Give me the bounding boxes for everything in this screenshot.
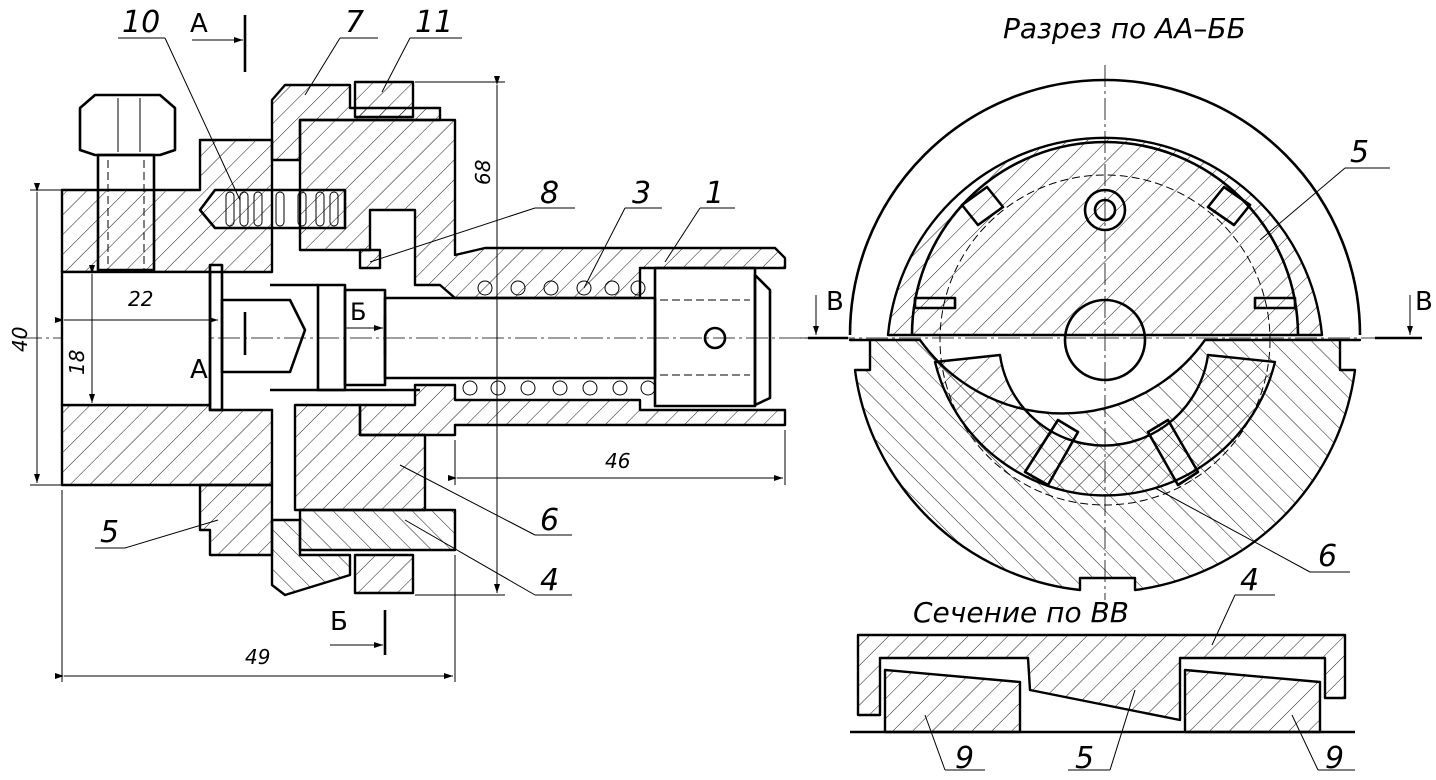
callout-7-label: 7 [345,5,364,40]
dimension-68-label: 68 [471,160,495,185]
callout-4-bottom: 4 [1211,563,1275,646]
dimension-46: 46 [448,430,786,485]
callout-3-label: 3 [632,176,651,211]
callout-5-right-label: 5 [1350,135,1369,170]
part-1-sleeve-bottom [358,383,787,437]
section-mark-b-bottom-label: Б [330,607,348,637]
dimension-49-label: 49 [245,645,270,669]
callout-3: 3 [583,176,662,289]
section-mark-v-right-label: В [1415,287,1433,317]
section-mark-a-top: А [190,9,247,72]
slot-left [1023,418,1080,487]
section-mark-a-bottom: А [190,312,247,385]
dimension-18-label: 18 [65,350,89,375]
notch-1 [960,185,1005,227]
callout-5-right: 5 [1259,135,1390,241]
part-5-disk [886,136,1324,337]
part-6-block [293,403,427,512]
section-vv-title: Сечение по ВВ [913,596,1129,629]
callout-4-left: 4 [404,519,572,598]
section-mark-a-top-label: А [190,9,208,39]
inner-ring-top [910,140,1300,336]
section-aa-bb-title: Разрез по АА–ББ [1003,12,1246,45]
section-mark-v-right: В [1375,287,1433,340]
part-8 [358,248,382,270]
callout-5-bottom-label: 5 [1075,741,1094,776]
callout-8-label: 8 [540,176,559,211]
dimension-18: 18 [65,265,95,403]
callout-6-left: 6 [399,464,572,538]
section-mark-b-mid-label: Б [350,298,366,326]
section-vv-view: Сечение по ВВ 4 9 5 9 [850,563,1355,776]
section-mark-b-mid: Б [345,298,387,355]
callout-1: 1 [664,176,735,263]
main-section-view: 68 40 18 22 46 49 [8,5,820,682]
dimension-22-label: 22 [128,287,153,311]
dimension-46-label: 46 [605,449,630,473]
part-7-nut [270,83,442,162]
callout-4-bottom-label: 4 [1240,563,1259,598]
callout-6-right-label: 6 [1318,539,1337,574]
outer-shell-top [848,78,1362,336]
callout-6-right: 6 [1154,487,1350,574]
section-aa-bb-view: Разрез по АА–ББ В [800,12,1433,600]
section-mark-v-left: В [808,287,848,340]
notch-2 [1206,185,1252,227]
callout-10: 10 [118,5,241,201]
callout-5-left: 5 [95,515,219,550]
callout-7: 7 [304,5,378,96]
notch-3 [913,296,957,310]
part-4-strip [856,633,1347,722]
callout-9-b-label: 9 [1325,741,1344,776]
callout-5-left-label: 5 [100,515,119,550]
bolt-hole-outer [1083,188,1127,232]
part-4-ring [298,508,457,552]
notch-4 [1253,296,1297,310]
dimension-40-label: 40 [8,327,32,352]
callout-1-label: 1 [705,176,724,211]
dimension-68: 68 [415,76,505,596]
part-9-wedge-left [883,668,1022,734]
slot-right [1146,418,1200,487]
callout-9-b: 9 [1291,714,1355,776]
callout-9-a-label: 9 [955,741,974,776]
section-mark-a-bottom-label: А [190,355,208,385]
callout-6-left-label: 6 [540,503,559,538]
bolt [78,93,177,272]
callout-10-label: 10 [122,5,160,40]
callout-4-left-label: 4 [540,563,559,598]
dimension-22: 22 [55,287,218,323]
part-5-ring [198,483,274,557]
callout-11-label: 11 [415,5,453,40]
shaft-circle [1063,298,1147,382]
hidden-circle [939,174,1271,506]
callout-9-a: 9 [924,714,985,776]
callout-5-bottom: 5 [1068,689,1136,776]
section-mark-v-left-label: В [826,287,844,317]
part-11-bottom [353,553,415,595]
section-mark-b-bottom: Б [330,607,387,655]
spring-3 [462,280,656,396]
bore [60,270,212,407]
part-9-wedge-right [1183,668,1322,734]
bolt-hole-inner [1093,198,1117,222]
dimension-40: 40 [8,183,62,486]
callout-11: 11 [381,5,462,93]
dimension-49: 49 [55,490,456,682]
callout-8: 8 [369,176,575,263]
